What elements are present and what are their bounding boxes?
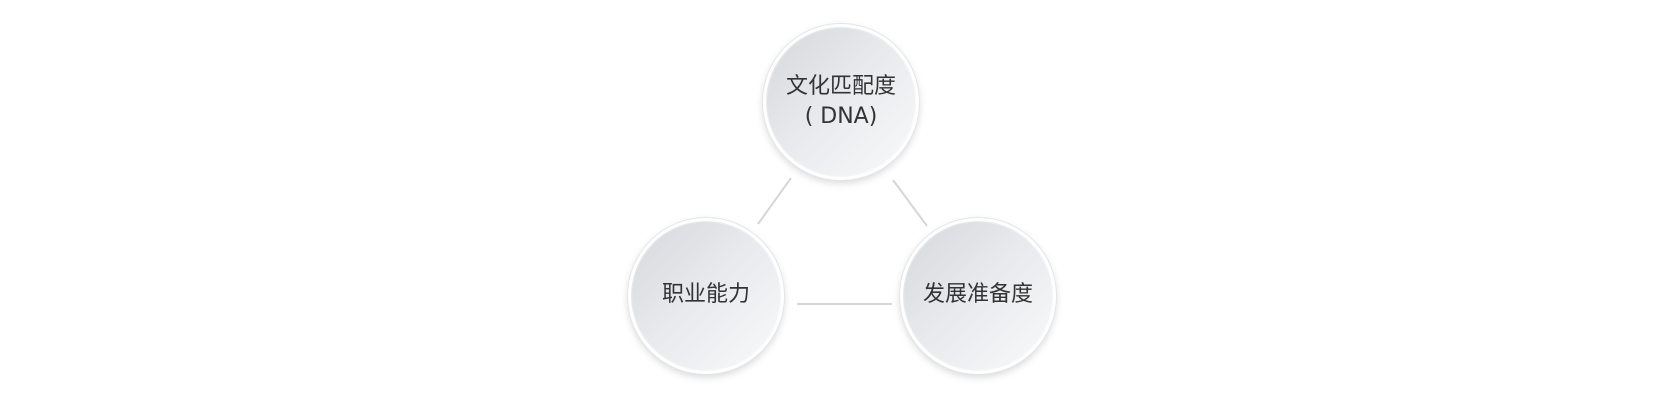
node-professional-ability-label: 职业能力 bbox=[661, 282, 750, 307]
node-culture-fit-label: 文化匹配度 bbox=[785, 74, 896, 99]
node-development-readiness-label: 发展准备度 bbox=[922, 282, 1033, 307]
node-professional-ability: 职业能力 bbox=[628, 218, 784, 374]
connector-top-right bbox=[892, 179, 928, 227]
connector-top-left bbox=[757, 177, 792, 225]
node-culture-fit: 文化匹配度 ( DNA) bbox=[763, 24, 919, 180]
node-development-readiness: 发展准备度 bbox=[900, 218, 1056, 374]
node-culture-fit-sublabel: ( DNA) bbox=[804, 104, 878, 129]
